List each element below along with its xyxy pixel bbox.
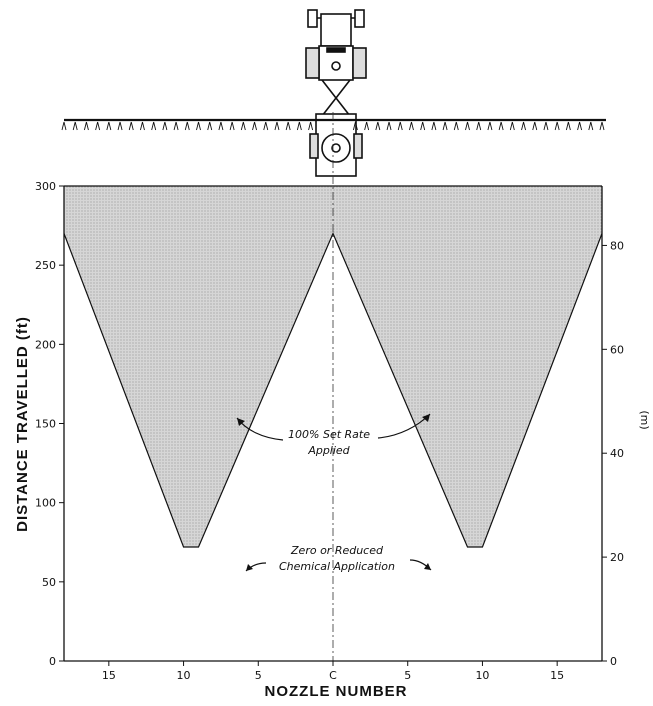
nozzle-spray-mark (375, 121, 381, 131)
y-tick-label: 150 (35, 418, 56, 431)
annotation-zero-rate-line-1: Zero or Reduced (290, 544, 384, 557)
nozzle-spray-mark (487, 121, 493, 131)
y-tick-label: 250 (35, 259, 56, 272)
nozzle-spray-mark (274, 121, 280, 131)
nozzle-spray-mark (386, 121, 392, 131)
annotation-zero-rate-line-2: Chemical Application (279, 560, 395, 573)
boundary-line (63, 231, 603, 548)
tractor-sprayer-icon (305, 9, 367, 177)
nozzle-spray-mark (352, 121, 358, 131)
annotation-set-rate-line-2: Applied (307, 444, 350, 457)
y2-axis-title: (m) (638, 410, 651, 429)
y2-tick-label: 20 (610, 551, 624, 564)
nozzle-spray-mark (498, 121, 504, 131)
nozzle-spray-mark (229, 121, 235, 131)
nozzle-spray-mark (521, 121, 526, 131)
nozzle-spray-mark (476, 121, 482, 131)
x-tick-label: 5 (255, 669, 262, 682)
nozzle-spray-mark (397, 121, 403, 131)
annotation-set-rate: 100% Set Rate Applied (236, 413, 431, 457)
nozzle-spray-mark (577, 121, 583, 131)
y-tick-label: 50 (42, 576, 56, 589)
nozzle-spray-mark (599, 121, 605, 131)
nozzle-spray-mark (308, 121, 314, 131)
nozzle-spray-mark (240, 121, 246, 131)
nozzle-spray-mark (252, 121, 257, 131)
y2-tick-label: 40 (610, 447, 624, 460)
x-tick-label: C (329, 669, 337, 682)
nozzle-spray-mark (196, 121, 201, 131)
nozzle-spray-mark (140, 121, 145, 131)
nozzle-spray-mark (106, 121, 112, 131)
nozzle-spray-mark (151, 121, 157, 131)
nozzle-spray-mark (431, 121, 437, 131)
nozzle-spray-mark (61, 121, 67, 131)
x-tick-label: 5 (404, 669, 411, 682)
nozzle-spray-mark (588, 121, 594, 131)
nozzle-spray-mark (95, 121, 101, 131)
nozzle-spray-mark (173, 121, 179, 131)
y-tick-label: 100 (35, 497, 56, 510)
y-axis-title: DISTANCE TRAVELLED (ft) (14, 316, 31, 532)
full-rate-region (64, 186, 602, 547)
nozzle-spray-mark (543, 121, 549, 131)
y2-tick-label: 60 (610, 343, 624, 356)
plot-area: 0 50 100 150 200 250 300 0 20 40 60 80 15 10 5 C 5 10 15 (35, 112, 624, 682)
nozzle-spray-mark (162, 121, 168, 131)
axes: 0 50 100 150 200 250 300 0 20 40 60 80 15 10 5 C 5 10 15 (35, 180, 624, 682)
nozzle-spray-mark (409, 121, 414, 131)
annotation-zero-rate: Zero or Reduced Chemical Application (245, 544, 432, 573)
x-axis-title: NOZZLE NUMBER (265, 683, 408, 700)
nozzle-spray-mark (364, 121, 370, 131)
nozzle-spray-mark (442, 121, 448, 131)
nozzle-spray-mark (128, 121, 134, 131)
nozzle-spray-mark (83, 121, 89, 131)
nozzle-spray-mark (453, 121, 459, 131)
nozzle-spray-mark (207, 121, 213, 131)
nozzle-spray-mark (117, 121, 123, 131)
y-tick-label: 300 (35, 180, 56, 193)
nozzle-spray-mark (296, 121, 302, 131)
y-tick-label: 0 (49, 655, 56, 668)
y2-tick-label: 80 (610, 239, 624, 252)
y2-tick-label: 0 (610, 655, 617, 668)
y-tick-label: 200 (35, 338, 56, 351)
nozzle-spray-mark (420, 121, 426, 131)
x-tick-label: 15 (550, 669, 564, 682)
nozzle-spray-mark (72, 121, 78, 131)
nozzle-spray-mark (532, 121, 538, 131)
spray-boom-icon (61, 118, 606, 131)
nozzle-spray-mark (263, 121, 269, 131)
x-tick-label: 10 (177, 669, 191, 682)
nozzle-spray-mark (565, 121, 571, 131)
x-tick-label: 15 (102, 669, 116, 682)
nozzle-spray-mark (465, 121, 470, 131)
nozzle-spray-mark (554, 121, 560, 131)
nozzle-spray-mark (184, 121, 190, 131)
annotation-set-rate-line-1: 100% Set Rate (288, 428, 370, 441)
x-tick-label: 10 (475, 669, 489, 682)
nozzle-spray-mark (285, 121, 291, 131)
nozzle-spray-mark (509, 121, 515, 131)
nozzle-spray-mark (218, 121, 224, 131)
